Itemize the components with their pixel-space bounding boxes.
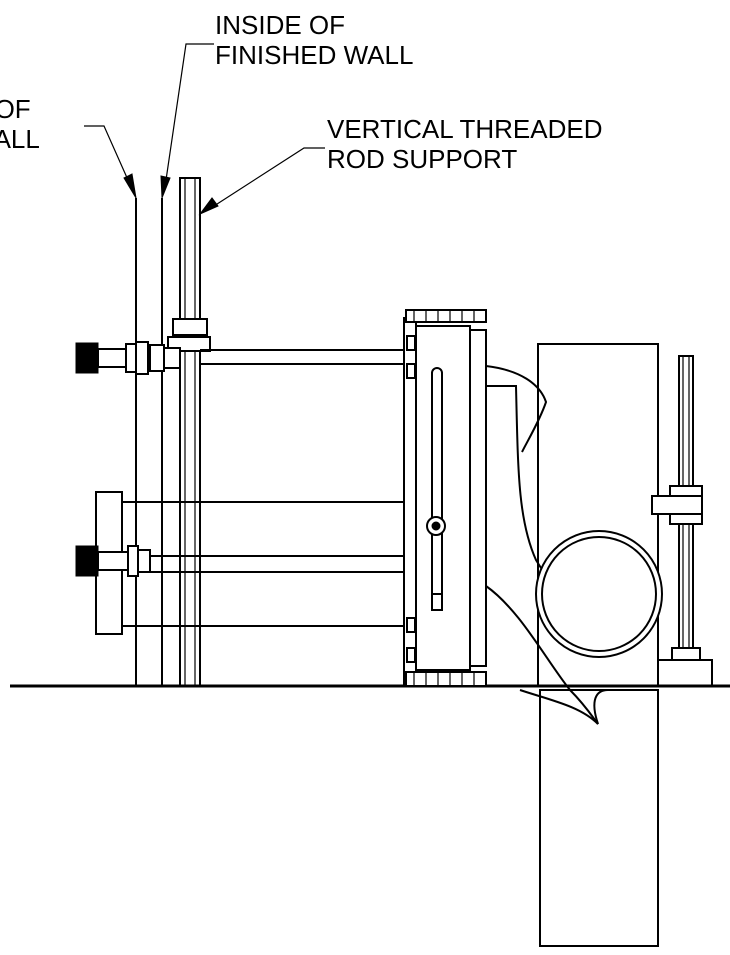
leader-outside-wall xyxy=(84,125,137,199)
callout-rod-support-line1: VERTICAL THREADED xyxy=(327,114,603,144)
support-bracket-box xyxy=(122,501,406,627)
lower-bolt-assembly xyxy=(75,491,406,635)
callout-rod-support: VERTICAL THREADED ROD SUPPORT xyxy=(327,114,602,174)
elbow-pipe xyxy=(485,365,609,725)
callout-rod-support-line2: ROD SUPPORT xyxy=(327,144,518,174)
pipe-cross-section xyxy=(535,530,663,658)
callout-inside-wall-line1: INSIDE OF xyxy=(215,10,346,40)
callout-outside-wall-line2: WALL xyxy=(0,124,40,154)
leader-inside-wall xyxy=(160,43,214,199)
callout-inside-wall-line2: FINISHED WALL xyxy=(215,40,414,70)
leader-rod-support xyxy=(198,147,325,216)
vertical-threaded-rod xyxy=(167,177,211,687)
upper-bolt-assembly xyxy=(75,341,406,375)
callout-inside-finished-wall: INSIDE OF FINISHED WALL xyxy=(215,10,413,70)
callout-outside-wall-line1: E OF xyxy=(0,94,31,124)
flanged-valve-body xyxy=(403,309,487,687)
right-hanger-rod xyxy=(651,355,713,687)
callout-outside-wall: E OF WALL xyxy=(0,94,40,154)
